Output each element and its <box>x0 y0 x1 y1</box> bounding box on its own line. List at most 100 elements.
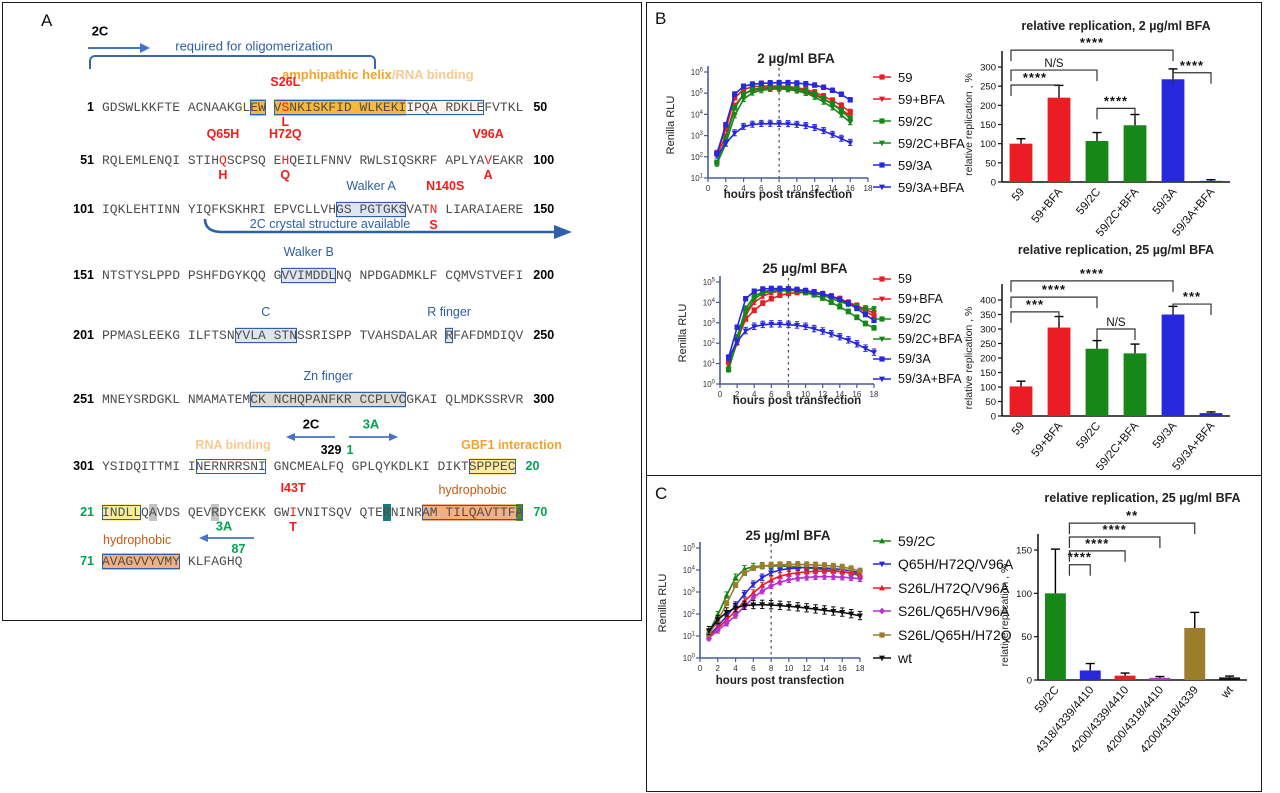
svg-text:150: 150 <box>1016 546 1032 557</box>
svg-text:4: 4 <box>733 664 738 673</box>
svg-text:***: *** <box>1183 289 1201 304</box>
svg-text:103: 103 <box>683 588 696 598</box>
svg-text:12: 12 <box>802 664 811 673</box>
legend-marker-icon <box>873 336 891 343</box>
oligomerization-bracket <box>89 55 376 69</box>
svg-text:59+BFA: 59+BFA <box>1030 420 1066 460</box>
svg-text:relative replication , %: relative replication , % <box>963 307 975 410</box>
row-left-number: 201 <box>73 328 94 342</box>
sequence-annotation: GBF1 interaction <box>461 438 562 452</box>
rna-binding-label-part: /RNA binding <box>391 67 474 82</box>
svg-text:**: ** <box>1126 508 1138 523</box>
svg-text:10: 10 <box>801 390 810 399</box>
legend-item: 59/2C <box>872 309 962 329</box>
sequence-text: PPMASLEEKG ILFTSNYVLA STNSSRISPP TVAHSDA… <box>102 326 524 344</box>
mid-329-label: 329 <box>320 443 342 457</box>
row-right-number: 300 <box>533 392 555 406</box>
legend-item: 59/2C <box>872 529 1013 553</box>
svg-text:100: 100 <box>980 383 996 394</box>
row71-3a-arrow-icon <box>199 534 254 542</box>
sequence-box: AM TILQAVTTFA <box>421 503 524 521</box>
svg-text:6: 6 <box>751 664 756 673</box>
legend-marker-icon <box>873 96 891 103</box>
sequence-text: INDLLQAVDS QEVRDYCEKK GWIVNITSQV QTERNIN… <box>102 503 524 521</box>
sequence-box: CK NCHQPANFKR CCPLVC <box>250 390 407 408</box>
legend-label: 59/3A+BFA <box>898 179 965 195</box>
amphipathic-helix-label: amphipathic helix/RNA binding <box>282 67 474 82</box>
svg-text:4: 4 <box>741 184 746 193</box>
sequence-box: EW <box>250 98 266 116</box>
svg-text:59+BFA: 59+BFA <box>1030 186 1066 226</box>
svg-text:102: 102 <box>703 339 716 349</box>
svg-text:****: **** <box>1085 536 1109 551</box>
svg-text:12: 12 <box>818 390 827 399</box>
sequence-row-201: 201 PPMASLEEKG ILFTSNYVLA STNSSRISPP TVAH… <box>58 305 554 344</box>
svg-text:101: 101 <box>691 174 704 184</box>
sequence-annotation: Q65H <box>206 127 240 141</box>
svg-text:200: 200 <box>980 354 996 365</box>
svg-text:101: 101 <box>703 359 716 369</box>
legend-label: 59/3A <box>898 157 932 173</box>
svg-text:N/S: N/S <box>1106 317 1126 329</box>
bar-chart-svg: relative replication, 2 µg/ml BFA0501001… <box>963 19 1230 239</box>
row-left-number: 71 <box>80 554 94 568</box>
svg-text:6: 6 <box>769 390 774 399</box>
svg-text:hours post transfection: hours post transfection <box>716 675 844 687</box>
sequence-box: NERNRRSNI <box>195 458 266 474</box>
panel-b: B <box>646 2 1262 477</box>
svg-text:59: 59 <box>1010 186 1027 204</box>
legend-label: 59 <box>898 272 912 286</box>
svg-text:****: **** <box>1068 550 1092 565</box>
sequence-box: R <box>445 326 454 344</box>
sequence-annotation: 87 <box>231 542 246 556</box>
svg-text:Renilla RLU: Renilla RLU <box>665 96 677 155</box>
svg-text:105: 105 <box>703 278 716 288</box>
sequence-annotation: Q <box>280 168 291 182</box>
legend-item: 59+BFA <box>872 289 962 309</box>
svg-text:relative replication , %: relative replication , % <box>999 564 1011 667</box>
svg-text:2: 2 <box>724 184 729 193</box>
legend-label: 59 <box>898 69 913 85</box>
legend-marker-icon <box>873 537 891 544</box>
legend-label: 59/2C+BFA <box>898 135 965 151</box>
legend-label: 59/2C <box>898 312 932 326</box>
svg-text:59/3A: 59/3A <box>1151 420 1180 451</box>
svg-text:100: 100 <box>703 380 716 390</box>
svg-text:59/2C: 59/2C <box>1074 420 1103 451</box>
legend-label: 59/2C+BFA <box>898 332 963 346</box>
legend-label: 59/3A <box>898 352 931 366</box>
sequence-annotation: S <box>429 218 438 232</box>
svg-text:14: 14 <box>835 390 844 399</box>
legend-item: 59/2C+BFA <box>872 329 962 349</box>
svg-text:59/3A: 59/3A <box>1151 186 1180 217</box>
svg-text:100: 100 <box>980 139 996 150</box>
row-right-number: 150 <box>533 202 555 216</box>
legend-marker-icon <box>873 316 891 322</box>
legend-item: 59/2C+BFA <box>872 132 965 154</box>
svg-text:2 µg/ml BFA: 2 µg/ml BFA <box>757 51 835 66</box>
svg-text:102: 102 <box>683 610 696 620</box>
svg-text:101: 101 <box>683 632 696 642</box>
panel-a: A <box>2 2 642 621</box>
svg-text:102: 102 <box>691 152 704 162</box>
svg-text:10: 10 <box>792 184 801 193</box>
row-right-number: 100 <box>533 153 555 167</box>
sequence-box: VSNKISKFID WLKEKIIPQA RDKLE <box>273 98 485 116</box>
svg-text:104: 104 <box>703 298 716 308</box>
legend-item: 59/3A+BFA <box>872 176 965 198</box>
legend-item: 59+BFA <box>872 88 965 110</box>
legend-label: 59+BFA <box>898 91 945 107</box>
svg-text:150: 150 <box>980 120 996 131</box>
svg-text:Renilla RLU: Renilla RLU <box>657 574 669 633</box>
sequence-annotation: Walker A <box>346 179 396 193</box>
sequence-annotation: Walker B <box>283 245 334 259</box>
svg-text:59/2C: 59/2C <box>1074 186 1103 217</box>
mid-2c-label: 2C <box>302 416 320 432</box>
svg-text:16: 16 <box>846 184 855 193</box>
legend-label: 59/2C <box>898 532 936 549</box>
